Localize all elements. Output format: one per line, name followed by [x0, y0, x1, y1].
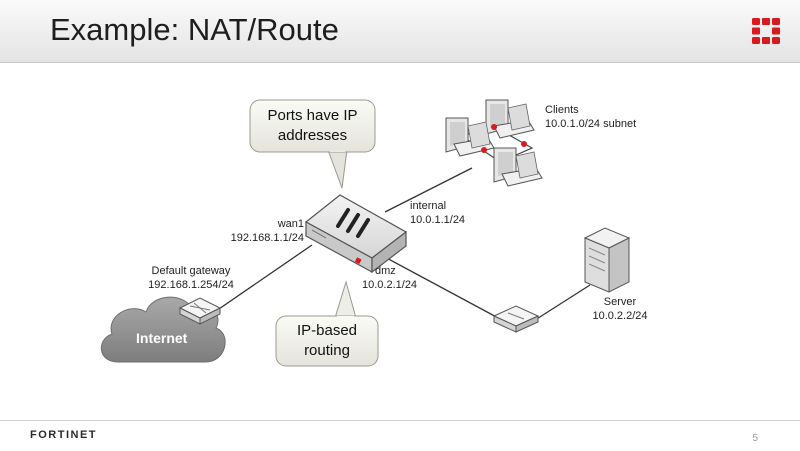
dmz-switch-icon — [492, 305, 540, 333]
callout-bottom-line1: IP-based — [296, 322, 358, 339]
footer-divider — [0, 420, 800, 421]
callout-bottom-line2: routing — [304, 342, 350, 359]
internal-ip: 10.0.1.1/24 — [410, 214, 466, 226]
fortinet-wordmark: FORTINET — [30, 429, 97, 441]
gateway-router-icon — [178, 297, 222, 325]
client-pc-icon — [445, 117, 495, 157]
slide-title: Example: NAT/Route — [50, 12, 339, 47]
server-name: Server — [603, 296, 637, 308]
callout-top-line1: Ports have IP — [267, 107, 358, 124]
server-icon — [583, 227, 631, 293]
network-diagram — [101, 99, 631, 367]
client-pc-icon — [493, 147, 543, 187]
wan1-name: wan1 — [277, 218, 304, 230]
dmz-ip: 10.0.2.1/24 — [362, 279, 418, 291]
fortinet-logo-icon — [752, 18, 780, 44]
slide-header: Example: NAT/Route — [0, 0, 800, 63]
callout-bottom: IP-based routing — [276, 321, 378, 361]
dmz-name: dmz — [375, 265, 396, 277]
dmz-link — [367, 247, 503, 321]
callout-top: Ports have IP addresses — [250, 106, 375, 146]
gateway-ip: 192.168.1.254/24 — [148, 279, 234, 291]
clients-subnet: 10.0.1.0/24 subnet — [545, 118, 637, 130]
internal-link — [384, 167, 473, 213]
client-pc-icon — [485, 99, 535, 139]
dmz-label: dmz 10.0.2.1/24 — [362, 264, 422, 292]
callout-bottom-shape — [275, 280, 379, 367]
switch-server-link — [531, 284, 591, 323]
internal-label: internal 10.0.1.1/24 — [410, 199, 465, 227]
internal-name: internal — [410, 200, 447, 212]
clients-name: Clients — [545, 104, 579, 116]
gateway-label: Default gateway 192.168.1.254/24 — [136, 264, 246, 292]
clients-label: Clients 10.0.1.0/24 subnet — [545, 103, 636, 131]
wan1-ip: 192.168.1.1/24 — [230, 232, 304, 244]
page-number: 5 — [752, 433, 758, 444]
callout-top-line2: addresses — [277, 127, 348, 144]
clients-group — [445, 99, 543, 187]
server-label: Server 10.0.2.2/24 — [580, 295, 660, 323]
internet-label: Internet — [136, 330, 188, 346]
server-ip: 10.0.2.2/24 — [592, 310, 648, 322]
fortigate-device-icon — [304, 194, 408, 274]
wan1-label: wan1 192.168.1.1/24 — [208, 217, 304, 245]
callout-top-shape — [249, 99, 376, 189]
gateway-name: Default gateway — [151, 265, 231, 277]
